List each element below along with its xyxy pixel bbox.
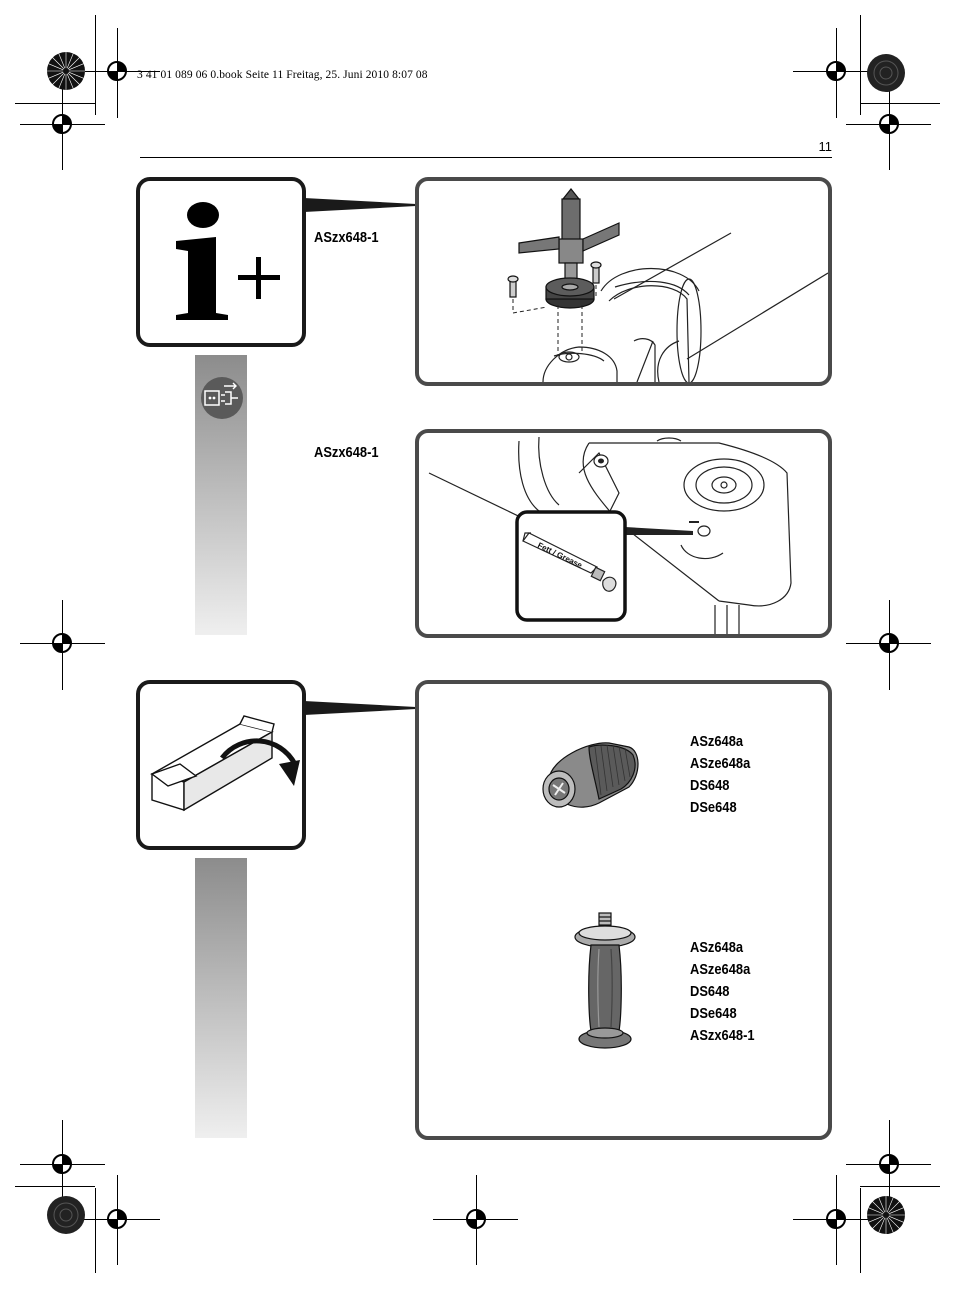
model-label: ASzx648-1 bbox=[314, 444, 379, 461]
star-target-mark bbox=[867, 54, 905, 92]
model-item: DSe648 bbox=[690, 799, 737, 816]
info-plus-icon-box bbox=[136, 177, 306, 347]
registration-mark bbox=[107, 1209, 127, 1229]
auxiliary-handle-illustration bbox=[574, 912, 636, 1049]
gear-head-grease-illustration: Fett / Grease bbox=[428, 436, 792, 634]
illustration-panel-grease: Fett / Grease bbox=[415, 429, 832, 638]
header-rule bbox=[140, 157, 832, 158]
handle-models-list: ASz648a ASze648a DS648 DSe648 ASzx648-1 bbox=[690, 937, 755, 1047]
star-target-mark bbox=[47, 52, 85, 90]
registration-mark bbox=[826, 1209, 846, 1229]
accessories-panel bbox=[415, 680, 832, 1140]
model-item: ASzx648-1 bbox=[690, 1027, 755, 1044]
registration-mark bbox=[879, 1154, 899, 1174]
model-item: DS648 bbox=[690, 777, 730, 794]
section-side-bar bbox=[195, 858, 247, 1138]
page-number: 11 bbox=[818, 139, 833, 154]
model-item: ASze648a bbox=[690, 961, 751, 978]
registration-mark bbox=[826, 61, 846, 81]
model-item: DSe648 bbox=[690, 1005, 737, 1022]
callout-pointer bbox=[304, 198, 416, 212]
registration-mark bbox=[52, 633, 72, 653]
star-target-mark bbox=[47, 1196, 85, 1234]
registration-mark bbox=[879, 114, 899, 134]
keyless-chuck-illustration bbox=[542, 742, 639, 808]
open-box-icon bbox=[150, 715, 300, 812]
print-job-info: 3 41 01 089 06 0.book Seite 11 Freitag, … bbox=[137, 69, 428, 81]
pin-spanner-illustration bbox=[507, 188, 828, 382]
model-item: ASz648a bbox=[690, 733, 744, 750]
model-item: ASze648a bbox=[690, 755, 751, 772]
open-box-icon-box bbox=[136, 680, 306, 850]
model-item: ASz648a bbox=[690, 939, 744, 956]
registration-mark bbox=[52, 114, 72, 134]
model-item: DS648 bbox=[690, 983, 730, 1000]
chuck-models-list: ASz648a ASze648a DS648 DSe648 bbox=[690, 731, 750, 819]
registration-mark bbox=[879, 633, 899, 653]
registration-mark bbox=[466, 1209, 486, 1229]
info-plus-icon bbox=[176, 202, 280, 320]
star-target-mark bbox=[867, 1196, 905, 1234]
registration-mark bbox=[107, 61, 127, 81]
illustration-panel-spanner bbox=[415, 177, 832, 386]
registration-mark bbox=[52, 1154, 72, 1174]
unplug-power-icon bbox=[201, 377, 243, 419]
callout-pointer bbox=[304, 701, 416, 715]
model-label: ASzx648-1 bbox=[314, 229, 379, 246]
